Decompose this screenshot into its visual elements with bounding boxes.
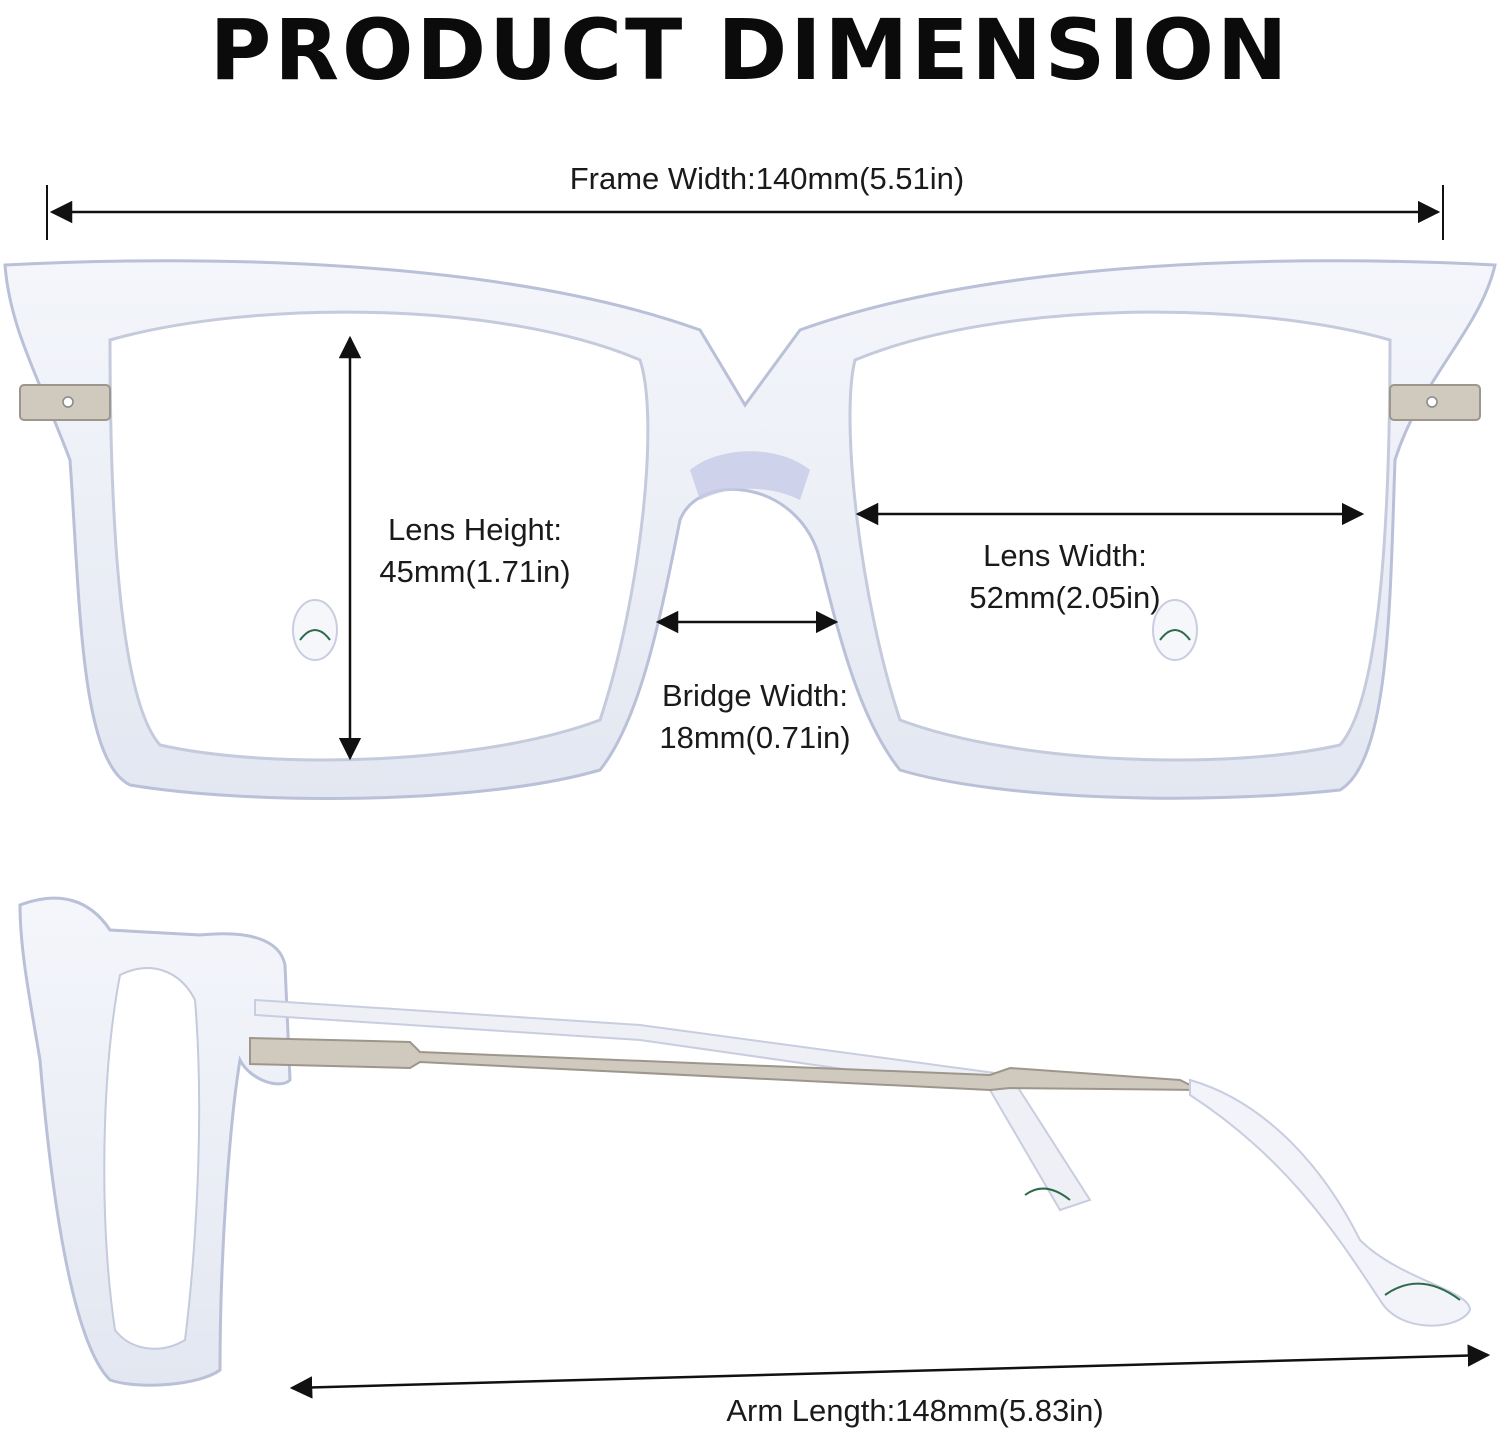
lens-height-label-line2: 45mm(1.71in) [379, 554, 571, 589]
bridge-width-label: Bridge Width: 18mm(0.71in) [620, 675, 890, 759]
lens-width-label-line2: 52mm(2.05in) [969, 580, 1161, 615]
frame-width-arrow [46, 185, 1444, 240]
lens-width-label-line1: Lens Width: [983, 538, 1147, 573]
lens-width-label: Lens Width: 52mm(2.05in) [930, 535, 1200, 619]
side-view-glasses [18, 896, 1472, 1387]
arm-length-arrow [289, 1344, 1491, 1399]
page-title: PRODUCT DIMENSION [209, 1, 1291, 99]
lens-height-label-line1: Lens Height: [387, 512, 563, 547]
frame-width-label: Frame Width:140mm(5.51in) [569, 161, 965, 196]
lens-height-label: Lens Height: 45mm(1.71in) [340, 509, 610, 593]
bridge-width-label-line2: 18mm(0.71in) [659, 720, 851, 755]
bridge-width-label-line1: Bridge Width: [661, 678, 849, 713]
arm-length-label: Arm Length:148mm(5.83in) [726, 1393, 1104, 1428]
front-view-glasses [3, 259, 1497, 800]
